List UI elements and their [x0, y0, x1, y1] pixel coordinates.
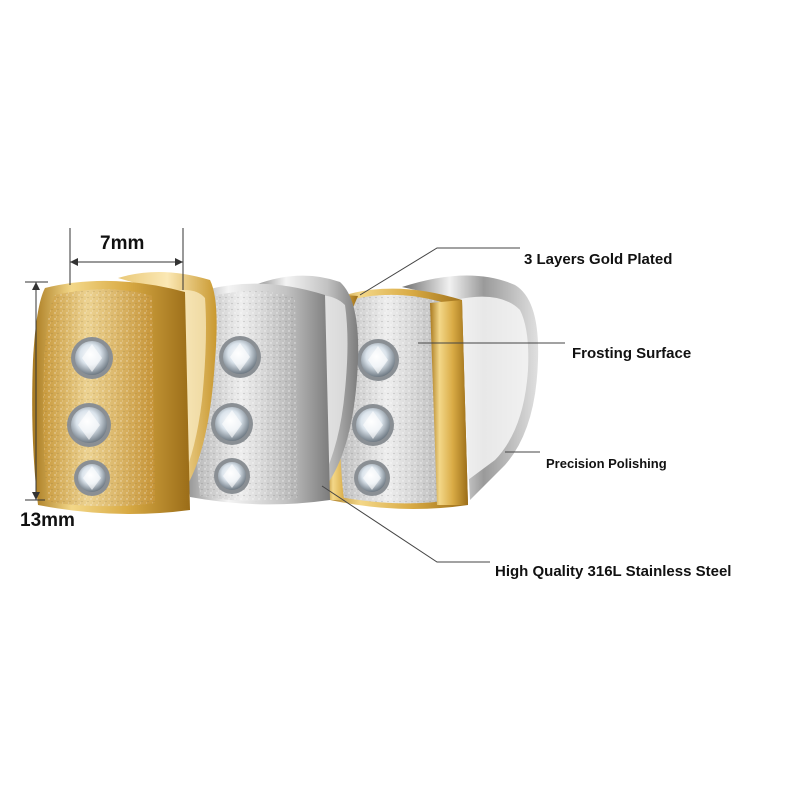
width-dimension-line [69, 228, 184, 290]
crystal-stone [71, 337, 113, 379]
crystal-stone [357, 339, 399, 381]
stainless-steel-label: High Quality 316L Stainless Steel [495, 563, 732, 580]
precision-polishing-label: Precision Polishing [546, 456, 667, 471]
height-dimension-line [25, 281, 48, 501]
steel-leader [321, 485, 490, 563]
width-label: 7mm [100, 233, 145, 254]
callout-lines [321, 247, 565, 563]
crystal-stone [211, 403, 253, 445]
crystal-stone [67, 403, 111, 447]
height-label: 13mm [20, 510, 75, 531]
crystal-stone [74, 460, 110, 496]
gold-hoop-earring [32, 271, 217, 514]
silver-hoop-earring [184, 275, 359, 505]
gold-plated-leader [359, 247, 520, 296]
frosting-surface-label: Frosting Surface [572, 345, 692, 362]
crystal-stone [352, 404, 394, 446]
crystal-stone [354, 460, 390, 496]
gold-silver-hoop-earring [324, 275, 539, 509]
crystal-stone [214, 458, 250, 494]
gold-plated-label: 3 Layers Gold Plated [524, 251, 673, 268]
crystal-stone [219, 336, 261, 378]
